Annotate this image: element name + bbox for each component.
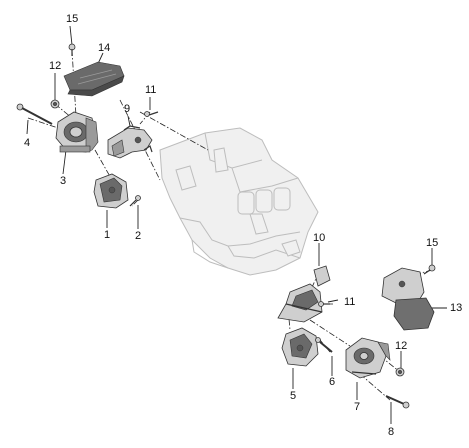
- cover-13: [381, 267, 435, 331]
- leader-lines: [26, 25, 447, 424]
- callout-14: 14: [98, 42, 111, 54]
- callout-1: 1: [104, 229, 111, 241]
- bolt-8: [385, 395, 410, 409]
- nut-12-bottom: [395, 367, 405, 377]
- bolt-15-top: [68, 43, 76, 56]
- callout-11-top: 11: [145, 84, 157, 96]
- callout-8: 8: [388, 426, 395, 438]
- nut-12-top: [50, 99, 60, 109]
- bolt-2: [129, 195, 141, 207]
- heat-shield-14: [63, 61, 125, 97]
- callout-13: 13: [450, 302, 463, 314]
- callout-11-right: 11: [344, 296, 356, 308]
- callout-10: 10: [313, 232, 326, 244]
- engine-block: [159, 127, 319, 276]
- callout-15-top: 15: [66, 13, 79, 25]
- bracket-5: [281, 327, 319, 367]
- engine-mount-3: [55, 111, 99, 153]
- engine-mount-7: [345, 337, 391, 379]
- callout-12-top: 12: [49, 60, 62, 72]
- callout-5: 5: [290, 390, 297, 402]
- callout-9: 9: [124, 103, 131, 115]
- bolt-4: [16, 103, 53, 125]
- bracket-1: [93, 173, 129, 209]
- bolt-11-top: [144, 111, 159, 117]
- callout-7: 7: [354, 401, 361, 413]
- callout-4: 4: [24, 137, 31, 149]
- bracket-10: [277, 265, 331, 323]
- bolt-6: [315, 337, 333, 353]
- callout-3: 3: [60, 175, 67, 187]
- callout-2: 2: [135, 230, 142, 242]
- bracket-9: [107, 125, 153, 159]
- callout-12-bottom: 12: [395, 340, 408, 352]
- bolt-11-right: [318, 301, 330, 307]
- callout-6: 6: [329, 376, 336, 388]
- bolt-15-right: [423, 264, 436, 275]
- callout-15-right: 15: [426, 237, 439, 249]
